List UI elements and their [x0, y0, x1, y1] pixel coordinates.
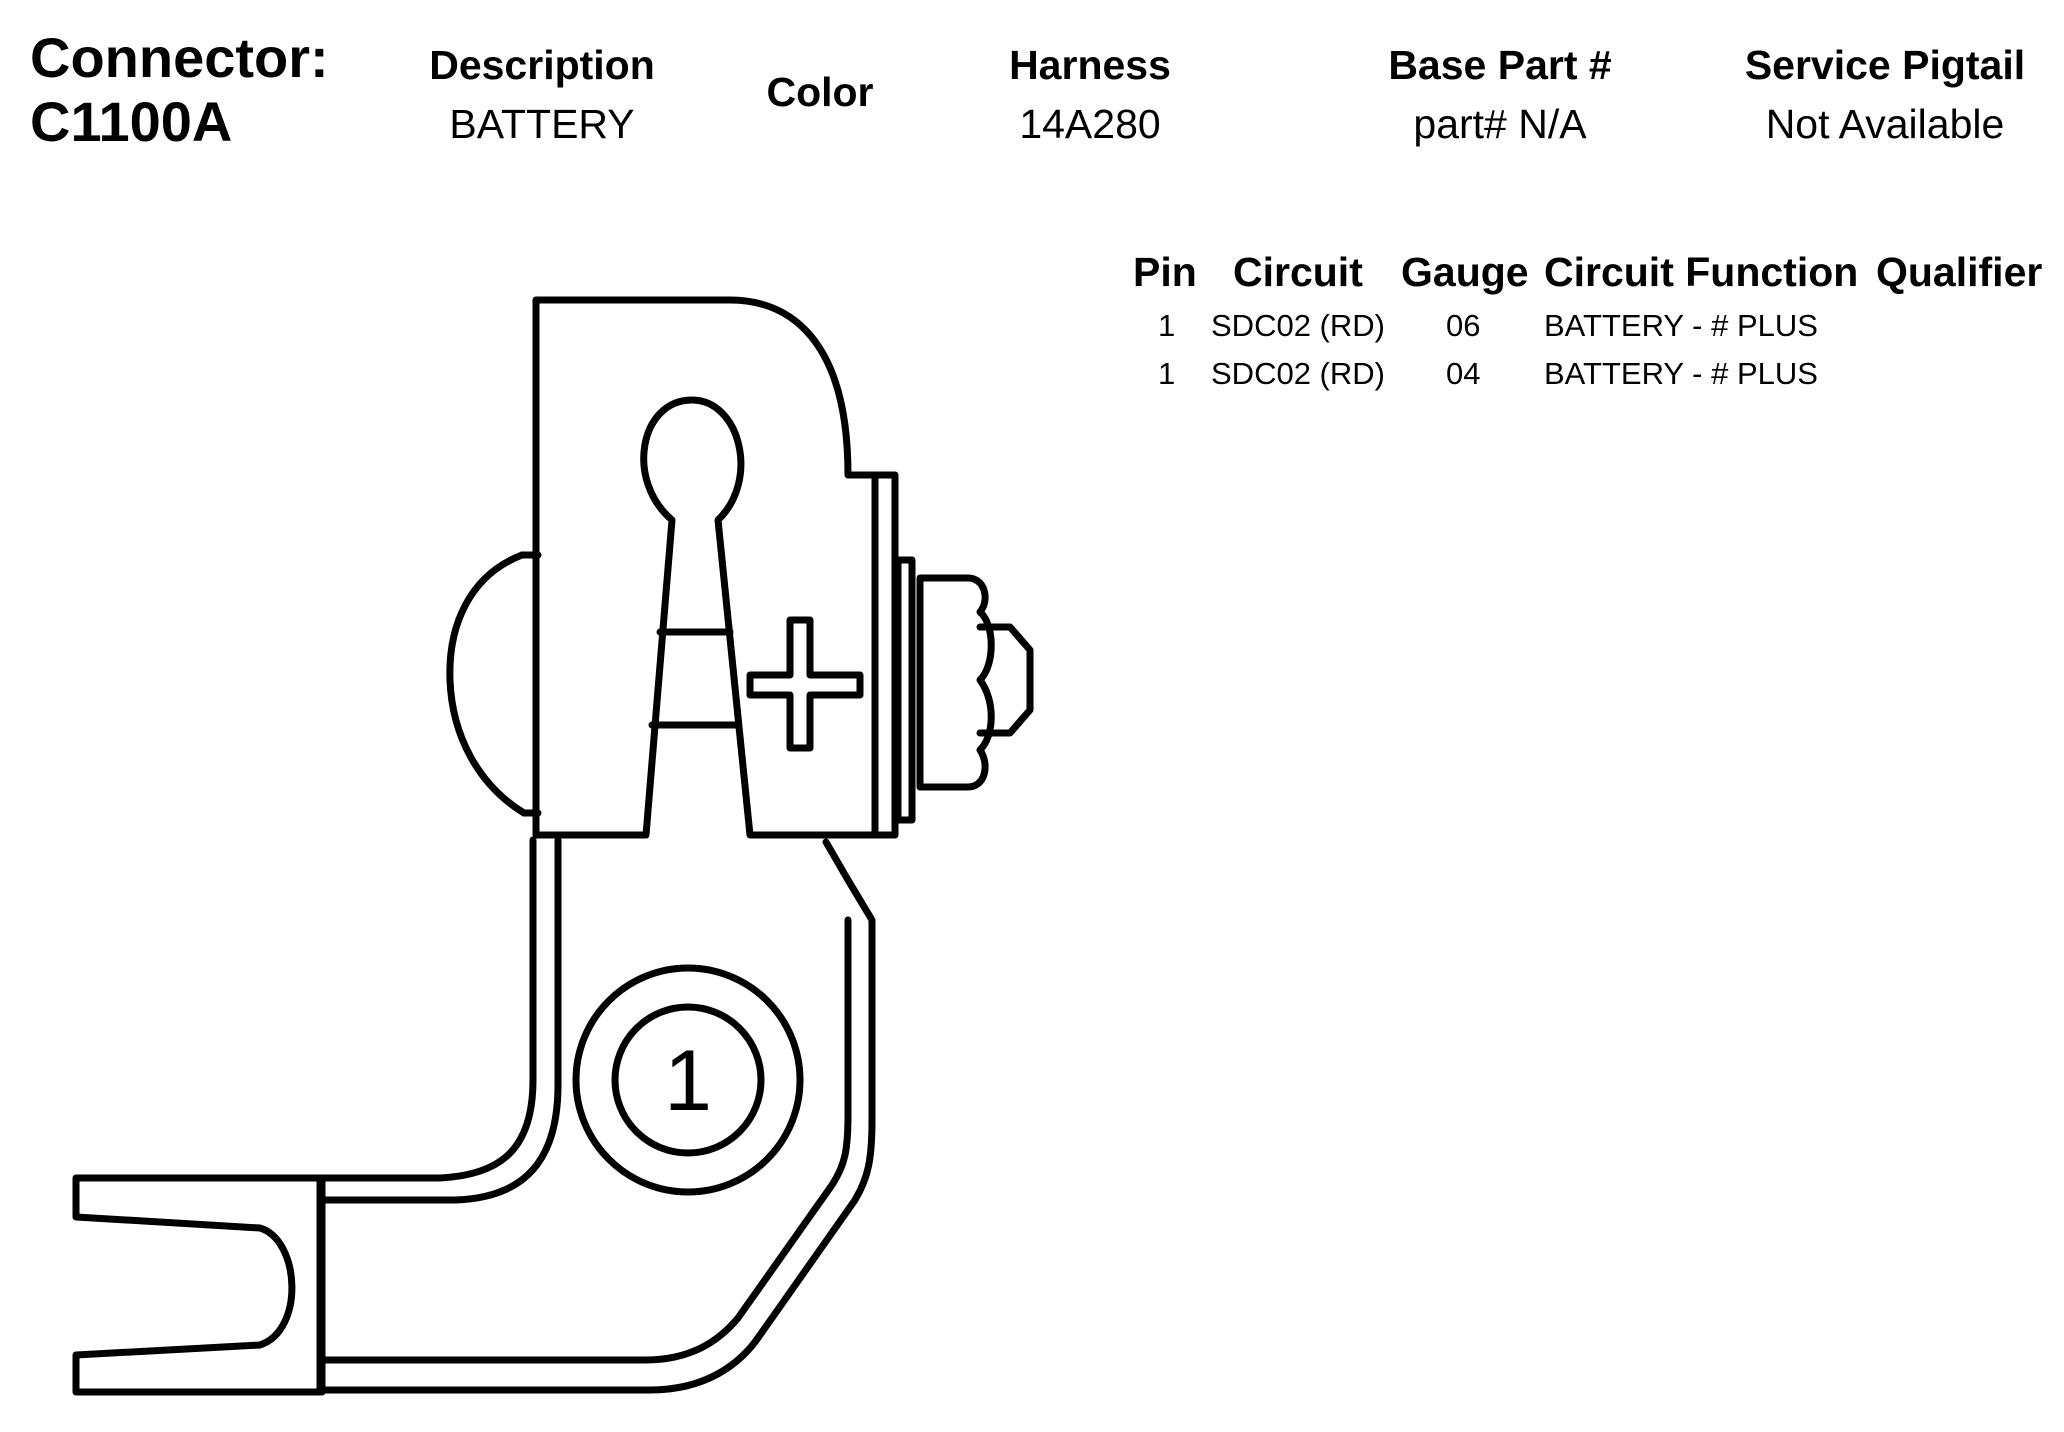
washer — [894, 556, 916, 824]
bolt-tip — [976, 623, 1034, 737]
base-part-label: Base Part # — [1388, 42, 1612, 88]
connector-label: Connector: — [30, 26, 329, 89]
column-header-qualifier: Qualifier — [1876, 249, 2043, 295]
plus-icon — [746, 616, 864, 752]
row-1-pin: 1 — [1158, 308, 1176, 343]
cavity-pin-number: 1 — [664, 1033, 712, 1129]
clamp-body — [532, 296, 899, 839]
row-2-gauge: 04 — [1446, 356, 1481, 391]
description-value: BATTERY — [449, 101, 635, 147]
row-1-circuit: SDC02 (RD) — [1211, 308, 1385, 343]
cavity-outer-circle — [572, 964, 804, 1196]
nut — [916, 574, 995, 791]
column-header-circuit-function: Circuit Function — [1544, 249, 1859, 295]
row-1-gauge: 06 — [1446, 308, 1481, 343]
column-header-circuit: Circuit — [1233, 249, 1363, 295]
column-header-gauge: Gauge — [1401, 249, 1529, 295]
column-header-pin: Pin — [1133, 249, 1197, 295]
cavity-inner-circle — [611, 1003, 765, 1157]
harness-label: Harness — [1009, 42, 1171, 88]
row-2-circuit: SDC02 (RD) — [1211, 356, 1385, 391]
row-2-pin: 1 — [1158, 356, 1176, 391]
description-label: Description — [429, 42, 655, 88]
connector-id: C1100A — [30, 90, 233, 153]
spade-terminal — [72, 1174, 324, 1396]
row-1-function: BATTERY - # PLUS — [1544, 308, 1818, 343]
row-2-function: BATTERY - # PLUS — [1544, 356, 1818, 391]
harness-value: 14A280 — [1019, 101, 1161, 147]
service-pigtail-label: Service Pigtail — [1744, 42, 2026, 88]
bolt-head-left — [446, 551, 528, 817]
base-part-value: part# N/A — [1413, 101, 1587, 147]
cable-lead — [316, 836, 876, 1394]
color-label: Color — [766, 69, 874, 115]
service-pigtail-value: Not Available — [1765, 101, 2005, 147]
